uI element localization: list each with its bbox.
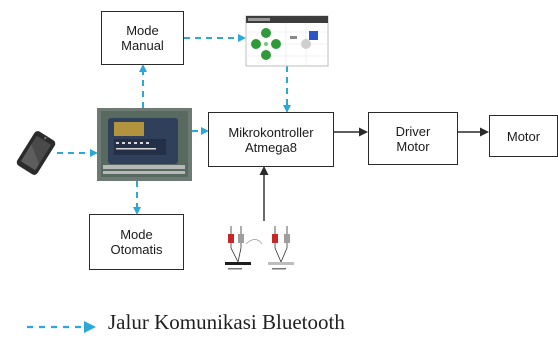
driver-motor-box: Driver Motor bbox=[368, 112, 458, 165]
mode-manual-line1: Mode bbox=[126, 23, 159, 38]
wired-links bbox=[259, 127, 489, 221]
mode-otomatis-line2: Otomatis bbox=[110, 242, 163, 257]
line-sensor-image bbox=[220, 221, 324, 273]
driver-motor-line2: Motor bbox=[396, 138, 430, 154]
mode-manual-line2: Manual bbox=[121, 38, 164, 53]
smartphone-icon bbox=[16, 131, 56, 175]
bluetooth-module-image bbox=[97, 108, 192, 181]
app-screenshot-image bbox=[245, 15, 329, 67]
mode-otomatis-line1: Mode bbox=[120, 227, 153, 242]
motor-line1: Motor bbox=[506, 128, 541, 144]
mode-otomatis-box: Mode Otomatis bbox=[89, 214, 184, 270]
legend-label: Jalur Komunikasi Bluetooth bbox=[108, 310, 345, 334]
mode-manual-box: Mode Manual bbox=[101, 11, 184, 65]
bluetooth-links bbox=[57, 34, 291, 215]
mikrokontroller-box: Mikrokontroller Atmega8 bbox=[208, 112, 334, 167]
legend-swatch bbox=[27, 321, 96, 333]
motor-box: Motor bbox=[489, 115, 558, 157]
mikrokontroller-line2: Atmega8 bbox=[244, 139, 298, 155]
mikrokontroller-line1: Mikrokontroller bbox=[228, 124, 314, 140]
driver-motor-line1: Driver bbox=[395, 123, 431, 139]
